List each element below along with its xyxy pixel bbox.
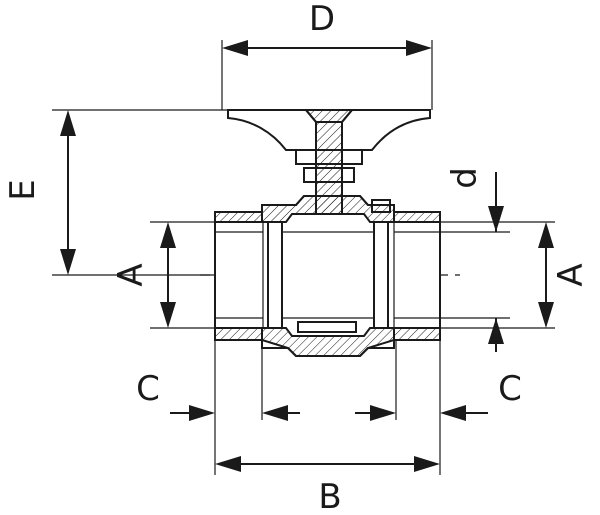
dimension-a-right: A (440, 221, 591, 329)
label-e: E (3, 179, 43, 200)
label-a-left: A (111, 263, 151, 286)
butterfly-handle (227, 109, 431, 151)
label-c-right: C (498, 369, 522, 409)
dimension-a-left: A (111, 221, 215, 329)
dimension-d-bore: d (390, 167, 510, 352)
label-a-right: A (551, 263, 591, 286)
dimension-c-right: C (355, 340, 522, 475)
label-b: B (318, 477, 341, 515)
dimension-e: E (3, 109, 228, 276)
label-d: D (309, 0, 335, 39)
dimension-c-left: C (136, 340, 300, 475)
label-d-bore: d (445, 167, 485, 189)
valve-body (214, 195, 441, 357)
dimension-d: D (221, 0, 433, 110)
dimension-b: B (215, 456, 440, 515)
label-c-left: C (136, 369, 160, 409)
